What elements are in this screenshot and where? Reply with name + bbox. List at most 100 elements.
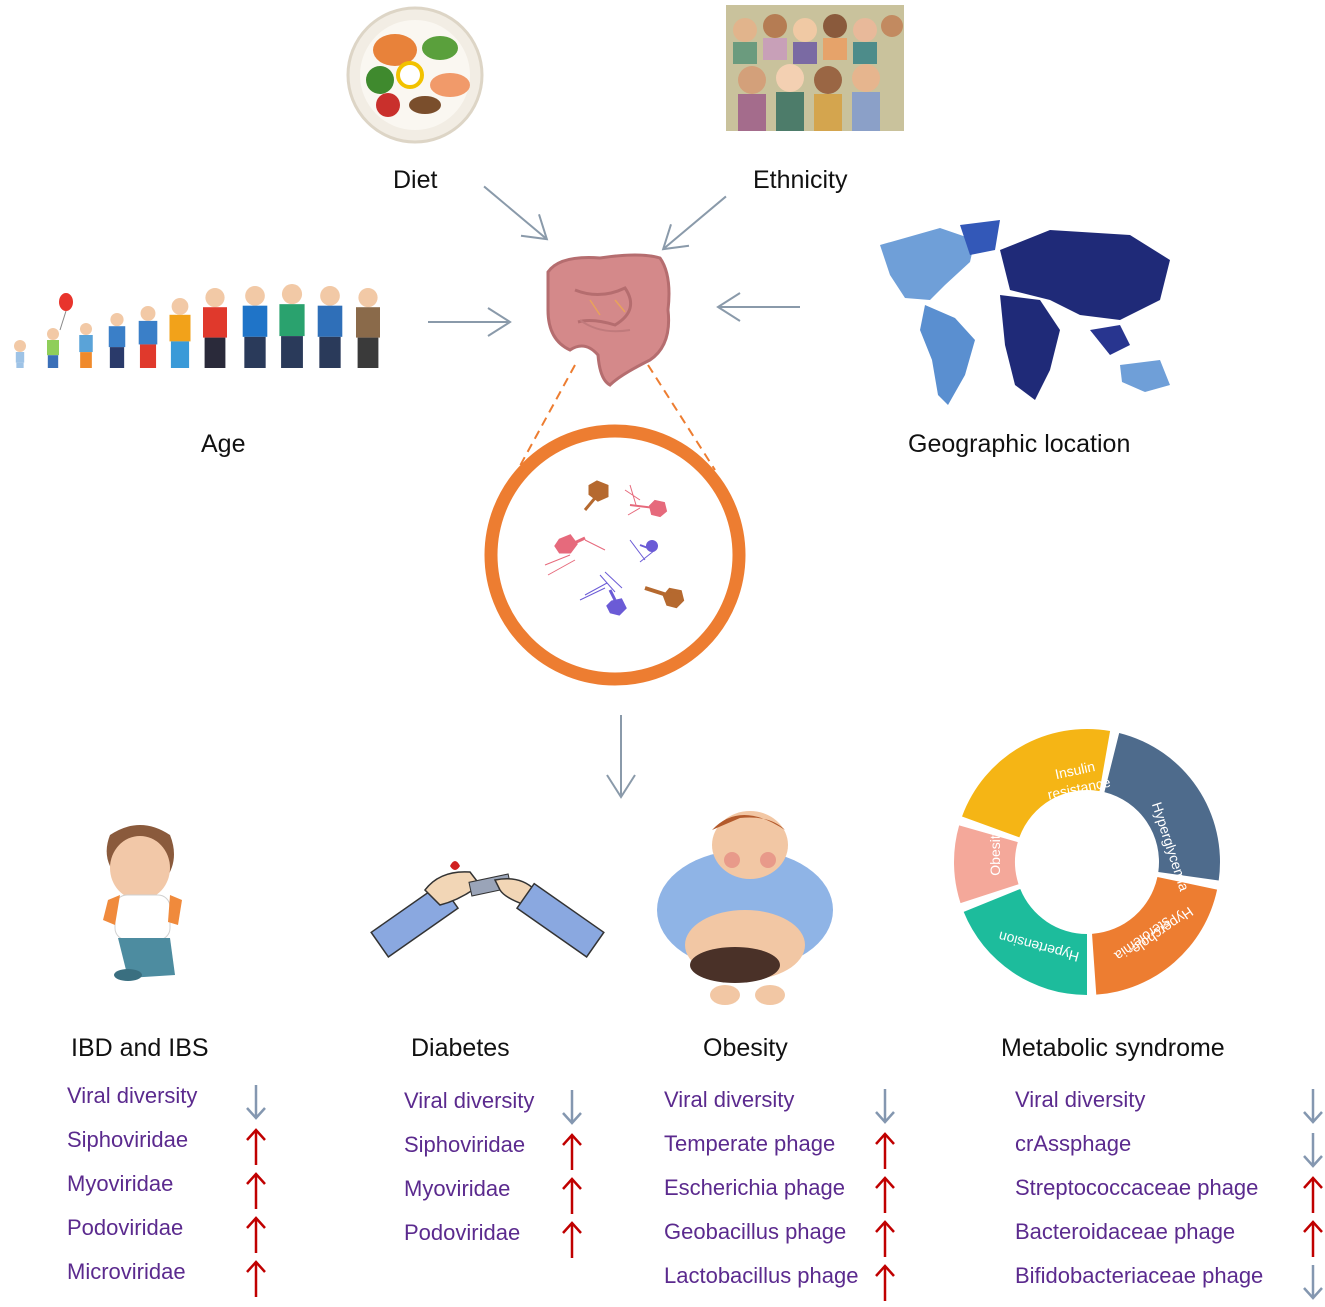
increase-arrow-icon: [246, 1216, 266, 1253]
ring-segment-insulin-resistance: [962, 729, 1111, 838]
list-item-label: crAssphage: [1015, 1131, 1132, 1156]
title-diabetes: Diabetes: [411, 1034, 510, 1062]
decrease-arrow-icon: [1303, 1133, 1323, 1168]
increase-arrow-icon: [1303, 1176, 1323, 1213]
title-metabolic-syndrome: Metabolic syndrome: [1001, 1034, 1225, 1062]
list-item-label: Siphoviridae: [404, 1132, 526, 1157]
person-figure: [242, 286, 268, 368]
ring-segment-hypertension: [963, 888, 1087, 995]
person-figure: [317, 286, 343, 368]
list-item: Viral diversity: [1015, 1087, 1325, 1131]
person-figure: [108, 313, 126, 368]
list-item-label: Lactobacillus phage: [664, 1263, 859, 1288]
ring-label-obesity: Obesity: [987, 828, 1003, 875]
list-item: Myoviridae: [67, 1171, 272, 1215]
title-ibd-ibs: IBD and IBS: [71, 1034, 209, 1062]
arrow-diet-to-gut: [474, 174, 557, 251]
list-item-label: Podoviridae: [67, 1215, 184, 1240]
increase-arrow-icon: [246, 1172, 266, 1209]
list-item: Temperate phage: [664, 1131, 899, 1175]
list-item: Viral diversity: [404, 1088, 589, 1132]
list-item-label: Viral diversity: [404, 1088, 535, 1113]
list-item: Bifidobacteriaceae phage: [1015, 1263, 1325, 1307]
list-item: Siphoviridae: [404, 1132, 589, 1176]
balloon-icon: [59, 293, 73, 331]
metabolic-syndrome-ring: [954, 729, 1220, 995]
list-item-label: Bacteroidaceae phage: [1015, 1219, 1236, 1244]
ethnicity-crowd-icon: [726, 5, 904, 131]
list-item-label: Bifidobacteriaceae phage: [1015, 1263, 1264, 1288]
ring-segment-obesity: [954, 825, 1019, 904]
list-item-label: Geobacillus phage: [664, 1219, 847, 1244]
diabetes-finger-test-icon: [370, 861, 605, 958]
list-item-label: Escherichia phage: [664, 1175, 846, 1200]
ibd-child-icon: [103, 825, 182, 981]
person-figure: [203, 288, 227, 368]
ring-segment-hyperglycemia: [1104, 732, 1220, 881]
arrow-ethnicity-to-gut: [653, 184, 736, 261]
phage-blue-2: [579, 571, 627, 616]
increase-arrow-icon: [246, 1260, 266, 1297]
zoom-line-right: [647, 364, 716, 471]
list-item: Lactobacillus phage: [664, 1263, 899, 1307]
list-item: Myoviridae: [404, 1176, 589, 1220]
list-item: Escherichia phage: [664, 1175, 899, 1219]
label-age: Age: [201, 430, 246, 458]
person-figure: [138, 306, 158, 368]
list-item: Microviridae: [67, 1259, 272, 1303]
arrow-age-to-gut: [427, 307, 511, 337]
arrow-geo-to-gut: [717, 292, 801, 322]
title-obesity: Obesity: [703, 1034, 788, 1062]
person-figure: [279, 284, 305, 368]
ring-segment-hypercholesterolemia: [1092, 876, 1218, 995]
decrease-arrow-icon: [562, 1090, 582, 1125]
list-item-label: Podoviridae: [404, 1220, 521, 1245]
list-item: Viral diversity: [67, 1083, 272, 1127]
list-item: Bacteroidaceae phage: [1015, 1219, 1325, 1263]
person-figure: [47, 328, 59, 368]
label-ethnicity: Ethnicity: [753, 166, 848, 194]
arrow-down-to-diseases: [606, 714, 636, 798]
person-figure: [356, 288, 380, 368]
world-map-icon: [880, 220, 1170, 405]
person-figure: [169, 298, 191, 368]
list-item: Siphoviridae: [67, 1127, 272, 1171]
increase-arrow-icon: [875, 1264, 895, 1301]
increase-arrow-icon: [875, 1220, 895, 1257]
increase-arrow-icon: [246, 1128, 266, 1165]
decrease-arrow-icon: [875, 1089, 895, 1124]
phage-blue-1: [629, 539, 658, 563]
zoom-line-left: [514, 364, 576, 476]
increase-arrow-icon: [1303, 1220, 1323, 1257]
list-item: Viral diversity: [664, 1087, 899, 1131]
intestine-icon: [546, 253, 671, 387]
list-item-label: Siphoviridae: [67, 1127, 189, 1152]
list-item: crAssphage: [1015, 1131, 1325, 1175]
increase-arrow-icon: [562, 1221, 582, 1258]
increase-arrow-icon: [562, 1133, 582, 1170]
phage-pink-1: [624, 484, 668, 518]
person-figure: [14, 340, 26, 368]
list-item-label: Microviridae: [67, 1259, 186, 1284]
label-diet: Diet: [393, 166, 438, 194]
obesity-man-icon: [657, 811, 833, 1005]
phage-brown-2: [644, 586, 685, 609]
list-item-label: Myoviridae: [67, 1171, 174, 1196]
list-item: Podoviridae: [67, 1215, 272, 1259]
list-item: Podoviridae: [404, 1220, 589, 1264]
phage-pink-2: [544, 534, 606, 576]
phage-brown-1: [583, 480, 609, 511]
label-geographic-location: Geographic location: [908, 430, 1131, 458]
list-item-label: Myoviridae: [404, 1176, 511, 1201]
list-item-label: Viral diversity: [67, 1083, 198, 1108]
list-item: Streptococcaceae phage: [1015, 1175, 1325, 1219]
person-figure: [79, 323, 93, 368]
list-item-label: Temperate phage: [664, 1131, 836, 1156]
age-people-icon: [14, 284, 380, 368]
decrease-arrow-icon: [1303, 1265, 1323, 1300]
